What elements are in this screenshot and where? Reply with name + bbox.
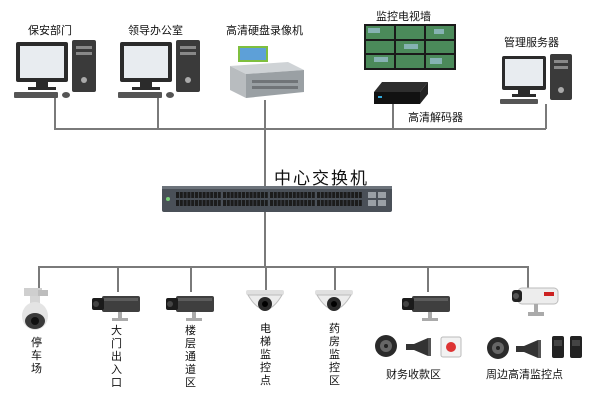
drop-elevator: [265, 266, 267, 290]
security-computer-icon: [14, 40, 96, 98]
leader-computer-icon: [118, 40, 200, 98]
nvr-icon: [230, 46, 304, 98]
decoder-label: 高清解码器: [408, 111, 463, 124]
finance-alarm-button-icon: [440, 336, 462, 358]
finance-box-camera-icon: [402, 296, 450, 321]
decoder-icon: [374, 82, 428, 104]
gate-box-camera-icon: [92, 296, 140, 321]
drop-corridor: [190, 266, 192, 292]
drop-perimeter: [527, 266, 529, 288]
corridor-box-camera-icon: [166, 296, 214, 321]
drop-parking: [38, 266, 40, 290]
switch-to-cam-bus: [264, 212, 266, 266]
pharmacy-dome-camera-icon: [315, 290, 353, 311]
perimeter-ir-beam-icon: [552, 336, 582, 358]
drop-security: [54, 98, 56, 129]
perimeter-speaker-icon: [487, 337, 509, 359]
pharmacy-label: 药房监控区: [329, 322, 340, 387]
drop-finance: [427, 266, 429, 292]
perimeter-bullet-camera-icon: [512, 287, 559, 316]
switch-icon: [162, 186, 392, 212]
mgmt-server-label: 管理服务器: [504, 36, 559, 49]
parking-dome-camera-icon: [22, 288, 48, 330]
server-computer-icon: [500, 54, 572, 104]
leader-office-label: 领导办公室: [128, 24, 183, 37]
elevator-dome-camera-icon: [246, 290, 284, 311]
drop-server: [545, 104, 547, 129]
perimeter-horn-icon: [516, 340, 541, 358]
finance-speaker-icon: [375, 335, 397, 357]
drop-nvr: [264, 100, 266, 129]
drop-leader: [157, 98, 159, 129]
elevator-label: 电梯监控点: [260, 322, 271, 387]
parking-label: 停车场: [31, 336, 42, 375]
bus-to-switch: [264, 129, 266, 187]
drop-pharmacy: [334, 266, 336, 290]
gate-label: 大门出入口: [111, 324, 122, 389]
tv-wall-icon: [364, 24, 456, 70]
nvr-label: 高清硬盘录像机: [226, 24, 303, 37]
tv-wall-label: 监控电视墙: [376, 10, 431, 23]
finance-label: 财务收款区: [386, 368, 441, 381]
finance-horn-icon: [406, 338, 431, 356]
drop-gate: [117, 266, 119, 292]
perimeter-label: 周边高清监控点: [486, 368, 563, 381]
security-dept-label: 保安部门: [28, 24, 72, 37]
corridor-label: 楼层通道区: [185, 324, 196, 389]
switch-label: 中心交换机: [274, 169, 369, 189]
drop-decoder: [392, 104, 394, 129]
top-bus-line: [54, 128, 546, 130]
cam-bus-line: [38, 266, 528, 268]
